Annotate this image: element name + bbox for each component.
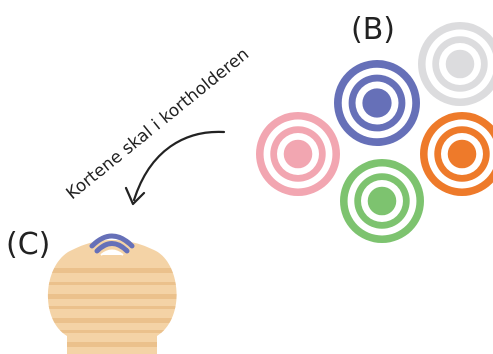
green-target-disc	[340, 159, 424, 243]
blue-target-disc	[334, 60, 420, 146]
holder-card	[89, 233, 135, 249]
curved-arrow-icon	[124, 130, 226, 206]
gray-target-disc	[418, 22, 493, 106]
target-discs	[256, 22, 493, 243]
instruction-text: Kortene skal i kortholderen	[63, 44, 253, 204]
orange-target-disc	[420, 112, 493, 196]
holder-stripes	[47, 268, 177, 347]
holder-card	[94, 241, 130, 254]
pink-target-disc	[256, 112, 340, 196]
card-holder	[47, 233, 177, 354]
holder-slot	[100, 249, 124, 256]
label-c: (C)	[6, 227, 50, 262]
label-b: (B)	[351, 12, 395, 47]
